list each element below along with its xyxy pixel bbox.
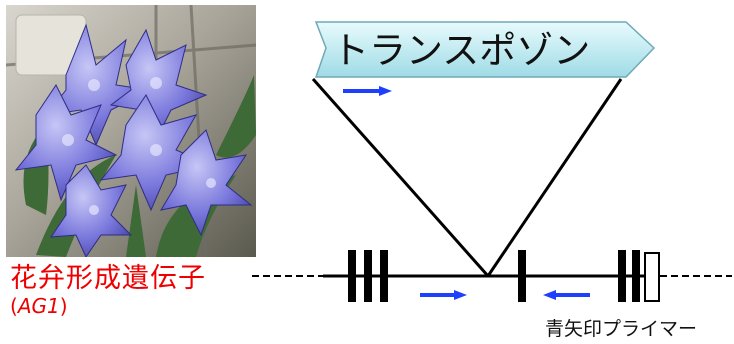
gene-name-label: 花弁形成遺伝子: [10, 263, 206, 294]
exon: [348, 250, 356, 302]
exon: [618, 250, 626, 302]
insertion-line-left: [311, 78, 490, 277]
primer-arrow-transposon: [343, 86, 392, 96]
exon: [632, 250, 640, 302]
exon: [364, 250, 372, 302]
utr-exon: [644, 252, 660, 302]
flower-photo: [6, 5, 256, 257]
primer-label: 青矢印プライマー: [545, 318, 698, 340]
primer-arrow-forward: [420, 290, 467, 300]
transposon-label: トランスポゾン: [332, 29, 590, 72]
exons: [348, 250, 660, 302]
insertion-line-right: [486, 78, 623, 277]
exon: [380, 250, 388, 302]
exon: [518, 250, 526, 302]
transposon-box: トランスポゾン: [314, 21, 656, 78]
primer-arrow-reverse: [543, 290, 590, 300]
gene-symbol-label: (AG1): [10, 294, 68, 318]
